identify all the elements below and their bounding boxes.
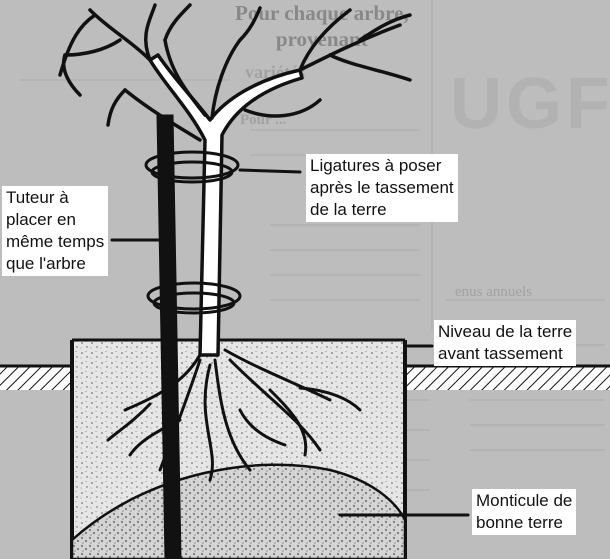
label-monticule: Monticule de bonne terre bbox=[472, 489, 576, 535]
label-ligatures-line-1: Ligatures à poser bbox=[310, 155, 454, 177]
label-tuteur-line-4: que l'arbre bbox=[6, 253, 104, 275]
planting-pit bbox=[72, 340, 405, 559]
label-ligatures: Ligatures à poser après le tassement de … bbox=[306, 154, 458, 222]
label-tuteur-line-1: Tuteur à bbox=[6, 187, 104, 209]
label-niveau: Niveau de la terre avant tassement bbox=[434, 320, 576, 366]
label-tuteur-line-3: même temps bbox=[6, 231, 104, 253]
label-niveau-line-2: avant tassement bbox=[438, 343, 572, 365]
label-monticule-line-1: Monticule de bbox=[476, 490, 572, 512]
label-tuteur-line-2: placer en bbox=[6, 209, 104, 231]
label-niveau-line-1: Niveau de la terre bbox=[438, 321, 572, 343]
label-ligatures-line-3: de la terre bbox=[310, 199, 454, 221]
label-ligatures-line-2: après le tassement bbox=[310, 177, 454, 199]
leader-ligatures bbox=[240, 170, 300, 172]
label-monticule-line-2: bonne terre bbox=[476, 512, 572, 534]
label-tuteur: Tuteur à placer en même temps que l'arbr… bbox=[2, 186, 108, 276]
